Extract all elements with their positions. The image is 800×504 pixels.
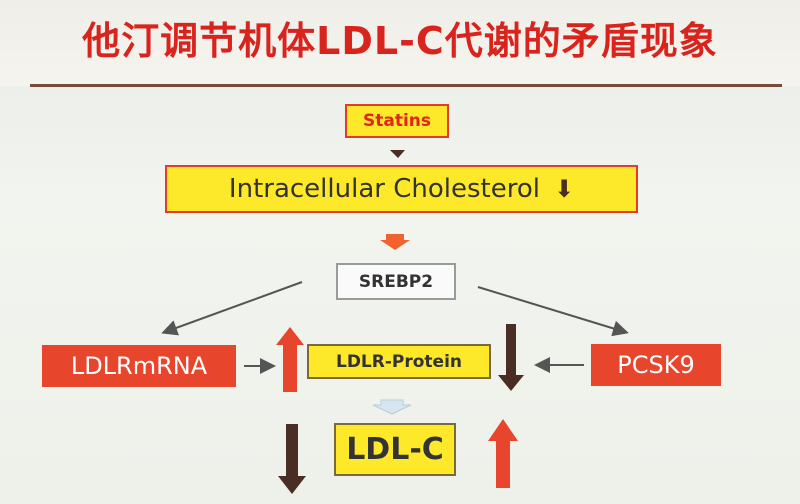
ldlrmrna-label: LDLRmRNA	[70, 352, 208, 380]
srebp2-label: SREBP2	[358, 271, 434, 292]
statins-to-cholesterol-arrow	[390, 150, 405, 158]
ldlr-down-arrow	[498, 324, 524, 391]
pcsk9-box: PCSK9	[591, 344, 721, 386]
slide-title: 他汀调节机体LDL-C代谢的矛盾现象	[82, 19, 718, 63]
ldlr-up-arrow	[276, 327, 304, 392]
ldlr-protein-box: LDLR-Protein	[307, 344, 491, 379]
ldlc-down-arrow	[278, 424, 306, 494]
ldl-c-box: LDL-C	[334, 423, 456, 476]
title-bar	[0, 0, 800, 86]
ldlrmrna-box: LDLRmRNA	[42, 345, 236, 387]
title-divider	[30, 84, 782, 87]
srebp2-box: SREBP2	[336, 263, 456, 300]
intracellular-cholesterol-box: Intracellular Cholesterol ⬇	[165, 165, 638, 213]
ldl-c-label: LDL-C	[346, 432, 444, 467]
cholesterol-to-srebp2-arrow	[380, 234, 410, 250]
srebp2-to-pcsk9-line	[477, 286, 629, 337]
ldlc-up-arrow	[488, 419, 518, 488]
statins-label: Statins	[362, 111, 432, 131]
down-arrow-icon: ⬇	[553, 175, 575, 203]
statins-box: Statins	[345, 104, 449, 138]
srebp2-to-ldlrmrna-line	[161, 281, 303, 336]
pcsk9-label: PCSK9	[617, 351, 695, 379]
ldlr-protein-label: LDLR-Protein	[335, 351, 463, 372]
ldlr-to-ldlc-arrow	[372, 399, 412, 415]
intracellular-cholesterol-label: Intracellular Cholesterol	[228, 174, 540, 204]
